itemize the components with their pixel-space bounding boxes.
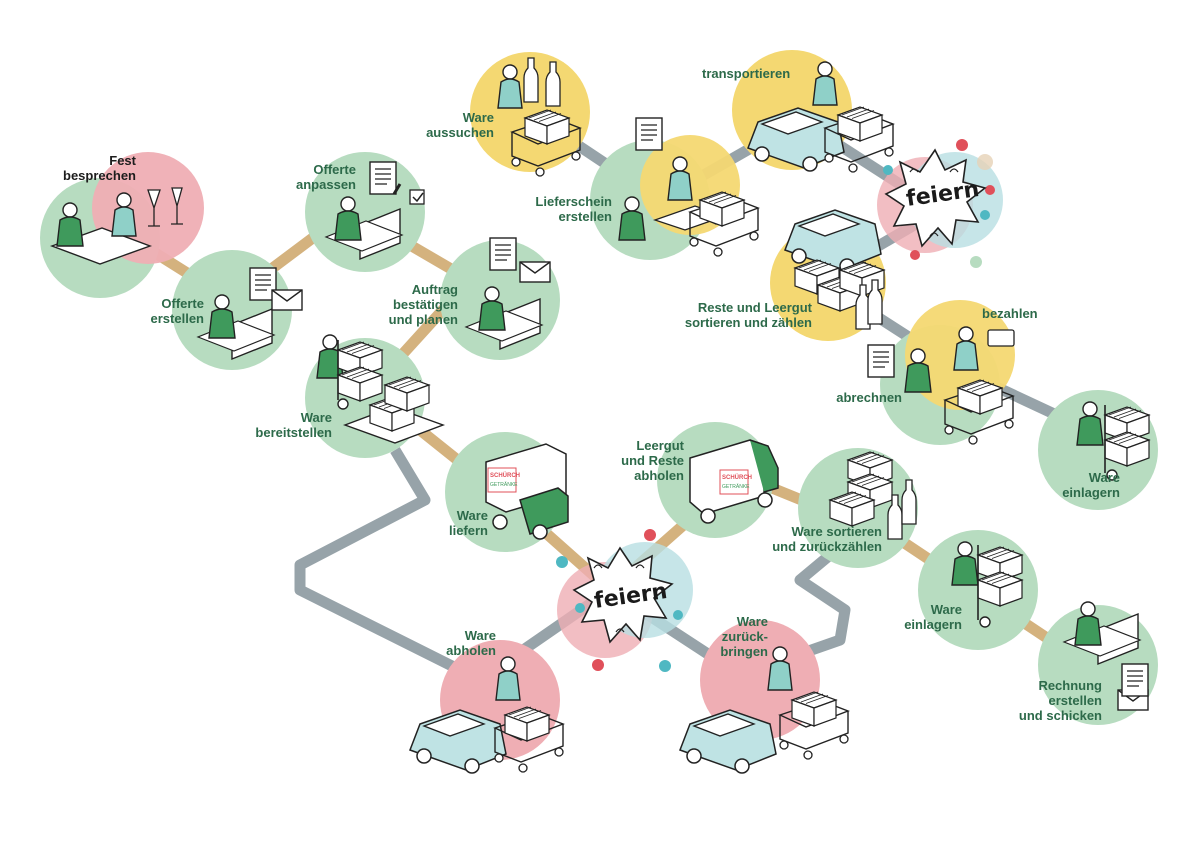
label-auftrag: Auftrag bestätigen und planen bbox=[388, 282, 458, 327]
handtruck-crates-icon bbox=[316, 334, 383, 410]
label-rechnung: Rechnung erstellen und schicken bbox=[1018, 678, 1102, 723]
label-ware-abholen: Ware abholen bbox=[446, 628, 496, 658]
meeting-icon bbox=[49, 192, 153, 265]
delivery-truck-icon: SCHÜRCH GETRÄNKE bbox=[485, 443, 569, 540]
label-ware-liefern: Ware liefern bbox=[448, 508, 488, 538]
truck-logo-line2: GETRÄNKE bbox=[490, 481, 518, 488]
truck-logo-line2: GETRÄNKE bbox=[722, 483, 750, 490]
label-ware-zurueckbringen: Ware zurück- bringen bbox=[720, 614, 768, 659]
label-fest-besprechen: Fest besprechen bbox=[63, 153, 136, 183]
label-bezahlen: bezahlen bbox=[982, 306, 1038, 321]
party-starburst-icon bbox=[884, 148, 987, 248]
label-abrechnen: abrechnen bbox=[836, 390, 902, 405]
handtruck-crates-icon bbox=[951, 541, 1023, 628]
lieferschein-scene bbox=[618, 156, 759, 257]
label-offerte-anpassen: Offerte anpassen bbox=[296, 162, 356, 192]
label-ware-bereitstellen: Ware bereitstellen bbox=[255, 410, 332, 440]
handtruck-crates-icon bbox=[1076, 401, 1150, 481]
letter-envelope-icon bbox=[1117, 663, 1149, 711]
delivery-truck-icon: SCHÜRCH GETRÄNKE bbox=[689, 439, 779, 524]
label-ware-aussuchen: Ware aussuchen bbox=[426, 110, 494, 140]
document-icon bbox=[635, 117, 663, 151]
checkbox-icon bbox=[409, 189, 425, 205]
label-transportieren: transportieren bbox=[702, 66, 791, 81]
label-ware-einlagern-1: Ware einlagern bbox=[904, 602, 962, 632]
party-starburst-icon bbox=[572, 546, 674, 644]
label-leergut-abholen: Leergut und Reste abholen bbox=[621, 438, 684, 483]
label-lieferschein: Lieferschein erstellen bbox=[535, 194, 612, 224]
confetti-dots bbox=[556, 139, 995, 672]
champagne-glasses-icon bbox=[147, 187, 183, 227]
label-offerte-erstellen: Offerte erstellen bbox=[150, 296, 204, 326]
truck-logo-line1: SCHÜRCH bbox=[722, 474, 752, 481]
label-ware-einlagern-2: Ware einlagern bbox=[1062, 470, 1120, 500]
document-icon bbox=[369, 161, 402, 195]
truck-logo-line1: SCHÜRCH bbox=[490, 472, 520, 479]
label-ware-sortieren: Ware sortieren und zurückzählen bbox=[772, 524, 882, 554]
pallet-icon bbox=[342, 376, 446, 444]
label-reste-leergut: Reste und Leergut sortieren und zählen bbox=[684, 300, 812, 330]
card-icon bbox=[987, 329, 1015, 347]
document-icon bbox=[867, 344, 895, 378]
